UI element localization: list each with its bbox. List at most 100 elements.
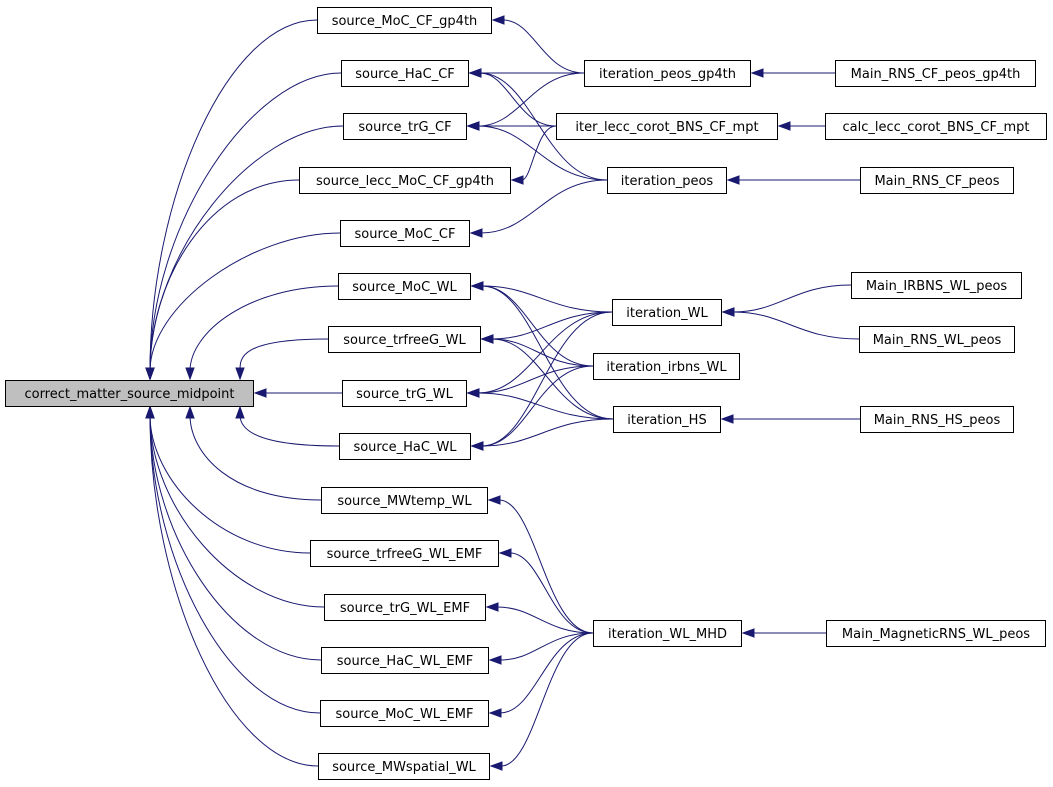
node-label: source_trG_WL xyxy=(356,387,454,402)
node-m_magnetic[interactable]: Main_MagneticRNS_WL_peos xyxy=(826,620,1046,647)
arrowhead xyxy=(185,367,195,381)
node-it_wl[interactable]: iteration_WL xyxy=(612,299,722,326)
node-s_hac_cf[interactable]: source_HaC_CF xyxy=(341,60,469,87)
node-s_hac_emf[interactable]: source_HaC_WL_EMF xyxy=(321,647,489,674)
arrowhead xyxy=(145,367,155,381)
node-m_hs_peos[interactable]: Main_RNS_HS_peos xyxy=(860,406,1014,433)
node-label: source_lecc_MoC_CF_gp4th xyxy=(316,174,494,189)
node-it_lecc[interactable]: iter_lecc_corot_BNS_CF_mpt xyxy=(556,113,778,140)
edge-it_irbns-to-s_hac_wl xyxy=(470,365,594,451)
node-box xyxy=(612,299,722,326)
edge-s_moc_emf-to-root xyxy=(145,405,321,714)
node-it_irbns[interactable]: iteration_irbns_WL xyxy=(593,353,740,380)
edge-line xyxy=(521,125,557,181)
edge-it_irbns-to-s_moc_wl xyxy=(470,281,594,367)
node-it_hs[interactable]: iteration_HS xyxy=(613,406,721,433)
edges-layer xyxy=(145,15,860,771)
edge-s_trg_cf-to-root xyxy=(145,125,344,381)
edge-it_mhd-to-s_trg_emf xyxy=(485,602,594,634)
node-s_moc_gp4[interactable]: source_MoC_CF_gp4th xyxy=(317,7,492,34)
edge-it_mhd-to-s_mwtemp xyxy=(487,495,594,634)
node-it_mhd[interactable]: iteration_WL_MHD xyxy=(593,620,742,647)
edge-line xyxy=(732,284,852,313)
node-it_peos[interactable]: iteration_peos xyxy=(607,167,727,194)
node-label: iter_lecc_corot_BNS_CF_mpt xyxy=(575,120,758,135)
arrowhead xyxy=(235,405,245,419)
node-m_irbns[interactable]: Main_IRBNS_WL_peos xyxy=(851,272,1022,299)
edge-line xyxy=(477,125,608,181)
node-label: Main_RNS_HS_peos xyxy=(874,413,1001,428)
node-m_calc_lecc[interactable]: calc_lecc_corot_BNS_CF_mpt xyxy=(825,113,1047,140)
edge-m_calc_lecc-to-it_lecc xyxy=(777,121,825,131)
arrowhead xyxy=(741,628,755,638)
node-s_trfree_wl[interactable]: source_trfreeG_WL xyxy=(328,326,481,353)
node-s_trfree_emf[interactable]: source_trfreeG_WL_EMF xyxy=(310,540,499,567)
arrowhead xyxy=(721,307,735,317)
edge-line xyxy=(479,72,557,127)
node-label: source_HaC_CF xyxy=(355,67,455,82)
node-box xyxy=(321,647,489,674)
node-label: Main_IRBNS_WL_peos xyxy=(866,279,1008,294)
node-s_mwspatial[interactable]: source_MWspatial_WL xyxy=(318,753,490,780)
arrowhead xyxy=(185,405,195,419)
edge-line xyxy=(481,365,594,447)
edge-it_lecc-to-s_hac_cf xyxy=(468,68,557,127)
edge-it_wl-to-s_moc_wl xyxy=(470,281,613,313)
edge-line xyxy=(481,285,594,367)
node-label: source_MWspatial_WL xyxy=(332,760,476,775)
node-s_lecc[interactable]: source_lecc_MoC_CF_gp4th xyxy=(299,167,511,194)
edge-it_peos-to-s_moc_cf xyxy=(469,179,608,238)
arrowhead xyxy=(750,68,764,78)
edge-line xyxy=(499,632,594,661)
edge-line xyxy=(149,414,319,767)
node-m_wl_peos[interactable]: Main_RNS_WL_peos xyxy=(859,326,1015,353)
node-box xyxy=(860,406,1014,433)
node-label: source_MWtemp_WL xyxy=(337,494,472,509)
edge-m_hs_peos-to-it_hs xyxy=(720,414,860,424)
edge-line xyxy=(149,414,321,714)
node-s_moc_wl[interactable]: source_MoC_WL xyxy=(338,273,471,300)
node-m_cf_peos[interactable]: Main_RNS_CF_peos xyxy=(860,167,1014,194)
node-s_moc_emf[interactable]: source_MoC_WL_EMF xyxy=(320,700,489,727)
node-m_peos_gp4[interactable]: Main_RNS_CF_peos_gp4th xyxy=(835,60,1036,87)
node-label: Main_RNS_CF_peos xyxy=(874,174,999,189)
node-box xyxy=(341,60,469,87)
node-root[interactable]: correct_matter_source_midpoint xyxy=(5,380,254,407)
node-box xyxy=(310,540,499,567)
node-s_trg_cf[interactable]: source_trG_CF xyxy=(343,113,467,140)
edge-line xyxy=(239,414,340,447)
edge-it_hs-to-s_hac_wl xyxy=(470,418,614,451)
node-label: source_MoC_WL_EMF xyxy=(336,707,474,722)
edge-line xyxy=(479,72,608,181)
node-s_mwtemp[interactable]: source_MWtemp_WL xyxy=(321,487,488,514)
edge-line xyxy=(481,311,613,447)
node-it_peos_gp4[interactable]: iteration_peos_gp4th xyxy=(584,60,751,87)
node-label: correct_matter_source_midpoint xyxy=(24,387,234,402)
arrowhead xyxy=(253,388,267,398)
edge-it_peos_gp4-to-s_moc_gp4 xyxy=(491,15,585,74)
node-s_hac_wl[interactable]: source_HaC_WL xyxy=(339,433,471,460)
node-box xyxy=(584,60,751,87)
node-s_moc_cf[interactable]: source_MoC_CF xyxy=(340,220,470,247)
node-box xyxy=(556,113,778,140)
node-label: source_HaC_WL xyxy=(353,440,457,455)
node-box xyxy=(593,353,740,380)
edge-line xyxy=(149,72,342,372)
edge-line xyxy=(149,232,341,372)
node-box xyxy=(593,620,742,647)
node-box xyxy=(320,700,489,727)
node-label: Main_RNS_WL_peos xyxy=(873,333,1002,348)
edge-s_trg_emf-to-root xyxy=(145,405,325,608)
node-box xyxy=(825,113,1047,140)
node-label: source_MoC_CF xyxy=(355,227,456,242)
edge-m_irbns-to-it_wl xyxy=(721,284,852,317)
node-s_trg_emf[interactable]: source_trG_WL_EMF xyxy=(324,594,486,621)
arrowhead xyxy=(498,548,512,558)
arrowhead xyxy=(487,495,501,505)
edge-line xyxy=(477,365,594,394)
edge-it_mhd-to-s_moc_emf xyxy=(488,632,594,718)
node-s_trg_wl[interactable]: source_trG_WL xyxy=(342,380,467,407)
edge-line xyxy=(502,19,585,74)
edge-line xyxy=(149,414,325,608)
edge-line xyxy=(480,179,608,234)
